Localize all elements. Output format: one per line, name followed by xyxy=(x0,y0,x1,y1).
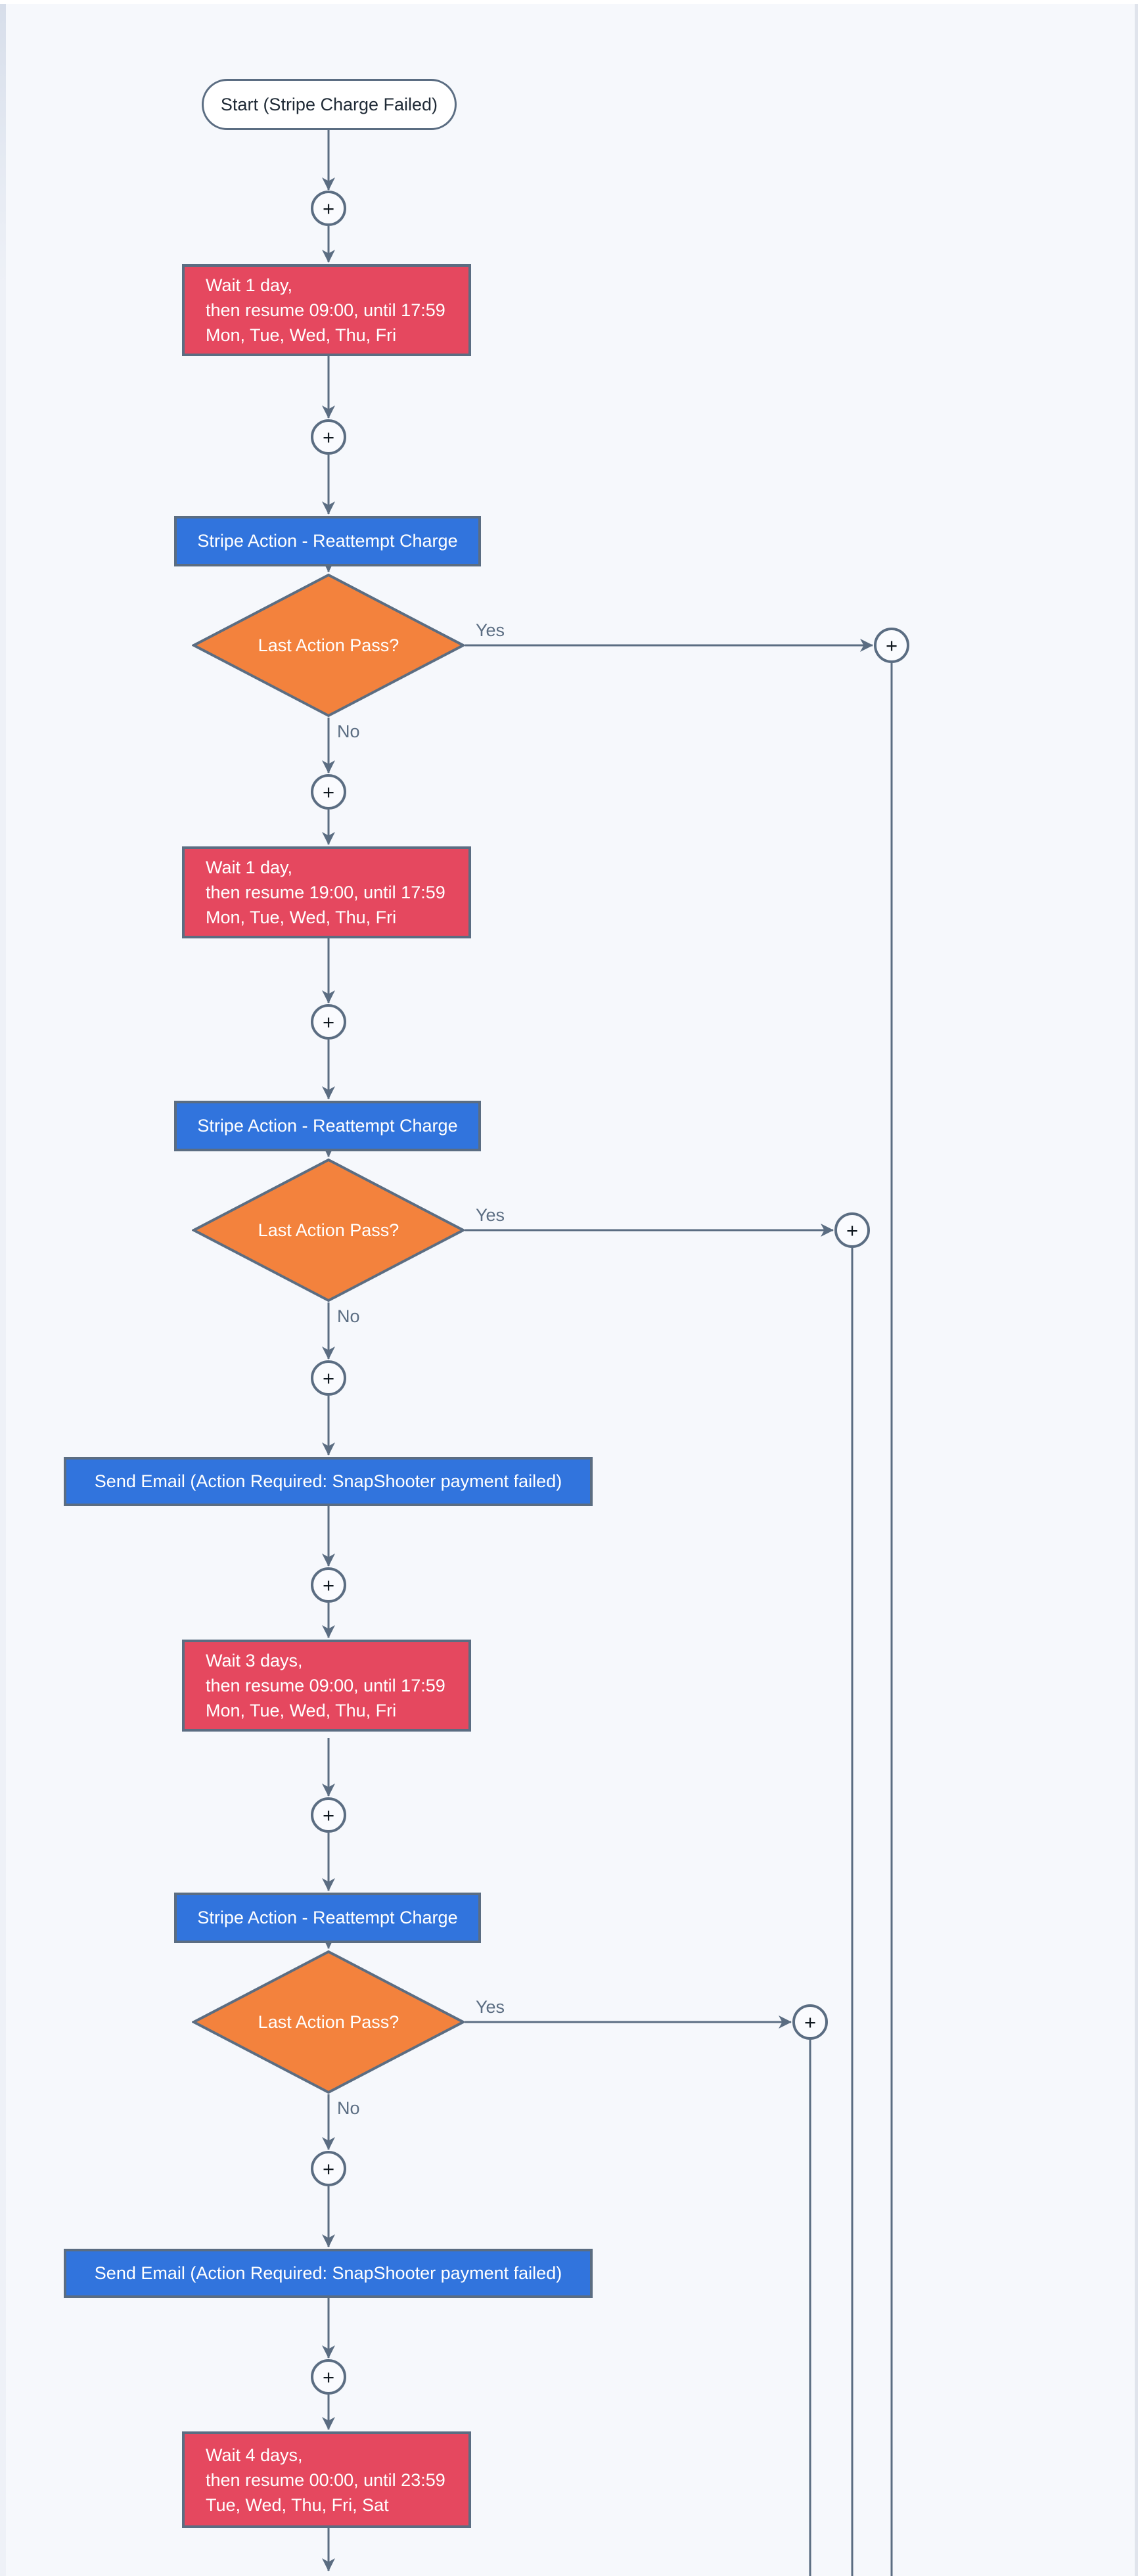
add-step-button-4[interactable]: + xyxy=(311,1004,346,1040)
left-scrollbar-strip[interactable] xyxy=(0,4,6,2576)
edge-label-no-1: No xyxy=(337,722,360,741)
decision-2-shape xyxy=(192,1158,465,1302)
node-wait-2[interactable]: Wait 1 day, then resume 19:00, until 17:… xyxy=(182,846,471,938)
decision-1-label: Last Action Pass? xyxy=(258,635,399,655)
node-wait-4[interactable]: Wait 4 days, then resume 00:00, until 23… xyxy=(182,2431,471,2528)
add-step-button-9[interactable]: + xyxy=(311,2359,346,2395)
add-step-button-6[interactable]: + xyxy=(311,1567,346,1603)
node-send-email-2[interactable]: Send Email (Action Required: SnapShooter… xyxy=(64,2249,593,2298)
add-step-button-1[interactable]: + xyxy=(311,191,346,226)
node-stripe-action-3[interactable]: Stripe Action - Reattempt Charge xyxy=(174,1893,481,1943)
right-scrollbar-strip[interactable] xyxy=(1135,4,1138,2576)
node-decision-2[interactable]: Last Action Pass? xyxy=(192,1158,465,1302)
decision-3-label: Last Action Pass? xyxy=(258,2012,399,2032)
add-step-button-3[interactable]: + xyxy=(311,774,346,810)
add-step-button-7[interactable]: + xyxy=(311,1797,346,1833)
node-decision-3[interactable]: Last Action Pass? xyxy=(192,1950,465,2094)
edge-label-no-2: No xyxy=(337,1306,360,1326)
edge-label-yes-3: Yes xyxy=(476,1997,505,2017)
decision-1-shape xyxy=(192,573,465,718)
node-wait-1[interactable]: Wait 1 day, then resume 09:00, until 17:… xyxy=(182,264,471,356)
edge-label-yes-2: Yes xyxy=(476,1205,505,1225)
add-step-button-5[interactable]: + xyxy=(311,1360,346,1396)
add-step-button-8[interactable]: + xyxy=(311,2151,346,2186)
node-start[interactable]: Start (Stripe Charge Failed) xyxy=(202,79,457,130)
edge-label-no-3: No xyxy=(337,2098,360,2118)
node-send-email-1[interactable]: Send Email (Action Required: SnapShooter… xyxy=(64,1457,593,1506)
edge-label-yes-1: Yes xyxy=(476,620,505,640)
decision-3-shape xyxy=(192,1950,465,2094)
node-wait-3[interactable]: Wait 3 days, then resume 09:00, until 17… xyxy=(182,1640,471,1732)
node-stripe-action-1[interactable]: Stripe Action - Reattempt Charge xyxy=(174,516,481,566)
add-step-button-yes-2[interactable]: + xyxy=(834,1212,870,1248)
node-stripe-action-2[interactable]: Stripe Action - Reattempt Charge xyxy=(174,1101,481,1151)
add-step-button-yes-1[interactable]: + xyxy=(874,628,909,663)
add-step-button-yes-3[interactable]: + xyxy=(792,2004,828,2040)
decision-2-label: Last Action Pass? xyxy=(258,1220,399,1240)
node-decision-1[interactable]: Last Action Pass? xyxy=(192,573,465,718)
add-step-button-2[interactable]: + xyxy=(311,419,346,455)
window-top-strip xyxy=(0,0,1138,4)
